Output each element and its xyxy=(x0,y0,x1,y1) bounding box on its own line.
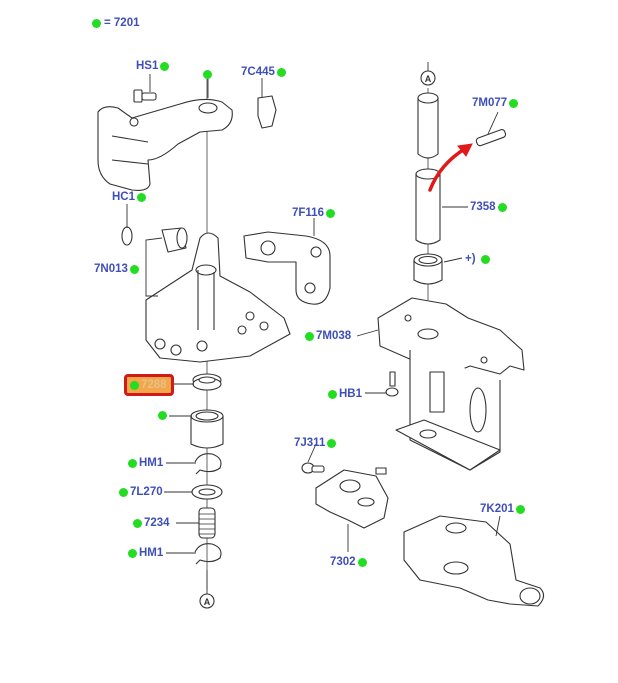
callout-marker-icon xyxy=(130,380,139,390)
clip-hm1-lower-part xyxy=(194,543,222,565)
washer-7288-part xyxy=(192,373,222,391)
callout-unlabeled-bushing[interactable] xyxy=(158,411,167,420)
plate-7m038-part xyxy=(377,297,525,471)
callout-7302-text: 7302 xyxy=(330,556,356,568)
bushing-7n013-part xyxy=(161,227,188,253)
callout-hc1[interactable]: HC1 xyxy=(112,190,147,204)
callout-hs1-text: HS1 xyxy=(136,60,159,72)
callout-hb1-text: HB1 xyxy=(339,388,363,400)
callout-plus-ref-text: +) xyxy=(465,253,476,265)
pin-7m077-part xyxy=(475,129,507,147)
callout-7f116-text: 7F116 xyxy=(292,207,324,219)
callout-7m077[interactable]: 7M077 xyxy=(472,96,519,110)
callout-7k201-text: 7K201 xyxy=(480,503,514,515)
callout-marker-icon xyxy=(160,61,170,71)
callout-7288-text: 7288 xyxy=(141,379,167,391)
shaft-upper-part xyxy=(417,92,439,159)
callout-7302[interactable]: 7302 xyxy=(330,555,367,569)
callout-marker-icon xyxy=(119,487,128,497)
bushing-lower-part xyxy=(190,409,224,449)
callout-marker-icon xyxy=(128,458,137,468)
yoke-7k201-part xyxy=(403,515,545,607)
callout-7f116[interactable]: 7F116 xyxy=(292,206,335,220)
housing-part xyxy=(145,232,291,363)
connector-a-upper-label: A xyxy=(425,74,432,84)
callout-hs1[interactable]: HS1 xyxy=(136,59,170,73)
callout-marker-icon xyxy=(158,411,167,420)
callout-7m077-text: 7M077 xyxy=(472,97,508,109)
callout-marker-icon xyxy=(357,557,367,567)
callout-7358[interactable]: 7358 xyxy=(470,200,507,214)
callout-7n013[interactable]: 7N013 xyxy=(94,262,139,276)
callout-7288-highlighted[interactable]: 7288 xyxy=(124,374,174,396)
callout-7l270-text: 7L270 xyxy=(130,486,163,498)
bolt-hb1-part xyxy=(385,371,399,397)
callout-marker-icon xyxy=(325,208,335,218)
bolt-7j311-part xyxy=(301,462,325,474)
callout-marker-icon xyxy=(128,548,137,558)
callout-plus-ref[interactable]: +) xyxy=(465,252,490,266)
callout-marker-icon xyxy=(276,67,286,77)
callout-hm1-lower[interactable]: HM1 xyxy=(128,546,163,560)
legend: = 7201 xyxy=(92,16,140,30)
callout-hc1-text: HC1 xyxy=(112,191,136,203)
legend-marker-icon xyxy=(92,18,101,28)
callout-7j311[interactable]: 7J311 xyxy=(294,436,337,450)
bracket-7f116-part xyxy=(243,231,331,305)
shaft-7358-part xyxy=(415,168,441,245)
callout-hb1[interactable]: HB1 xyxy=(328,387,362,401)
callout-7c445[interactable]: 7C445 xyxy=(241,65,286,79)
bolt-hs1-part xyxy=(133,89,157,103)
connector-a-lower-label: A xyxy=(204,597,211,607)
callout-7m038[interactable]: 7M038 xyxy=(305,329,351,343)
callout-marker-icon xyxy=(305,331,314,341)
callout-marker-icon xyxy=(480,254,490,264)
callout-marker-icon xyxy=(327,438,337,448)
callout-7358-text: 7358 xyxy=(470,201,496,213)
callout-marker-icon xyxy=(328,389,337,399)
callout-7c445-text: 7C445 xyxy=(241,66,275,78)
washer-7l270-part xyxy=(191,484,223,500)
spring-7234-part xyxy=(198,507,216,539)
callout-marker-icon xyxy=(515,504,525,514)
callout-7l270[interactable]: 7L270 xyxy=(119,485,163,499)
callout-hm1-upper[interactable]: HM1 xyxy=(128,456,163,470)
callout-marker-icon xyxy=(133,518,142,528)
bushing-right-part xyxy=(413,253,443,285)
callout-marker-icon xyxy=(137,192,147,202)
callout-7234-text: 7234 xyxy=(144,517,170,529)
callout-7m038-text: 7M038 xyxy=(316,330,352,342)
clip-hm1-upper-part xyxy=(194,453,222,475)
callout-7k201[interactable]: 7K201 xyxy=(480,502,525,516)
shift-lever-part xyxy=(97,98,233,191)
callout-marker-icon xyxy=(203,70,212,79)
callout-unlabeled-lever[interactable] xyxy=(203,70,212,79)
callout-marker-icon xyxy=(129,264,139,274)
callout-7j311-text: 7J311 xyxy=(294,437,326,449)
callout-marker-icon xyxy=(497,202,507,212)
callout-7234[interactable]: 7234 xyxy=(133,516,170,530)
callout-marker-icon xyxy=(509,98,519,108)
ring-hc1-part xyxy=(121,226,133,246)
callout-7n013-text: 7N013 xyxy=(94,263,128,275)
guide-7302-part xyxy=(315,467,389,529)
callout-hm1-upper-text: HM1 xyxy=(139,457,164,469)
callout-hm1-lower-text: HM1 xyxy=(139,547,164,559)
block-7c445-part xyxy=(257,95,277,129)
legend-text: = 7201 xyxy=(104,17,140,29)
